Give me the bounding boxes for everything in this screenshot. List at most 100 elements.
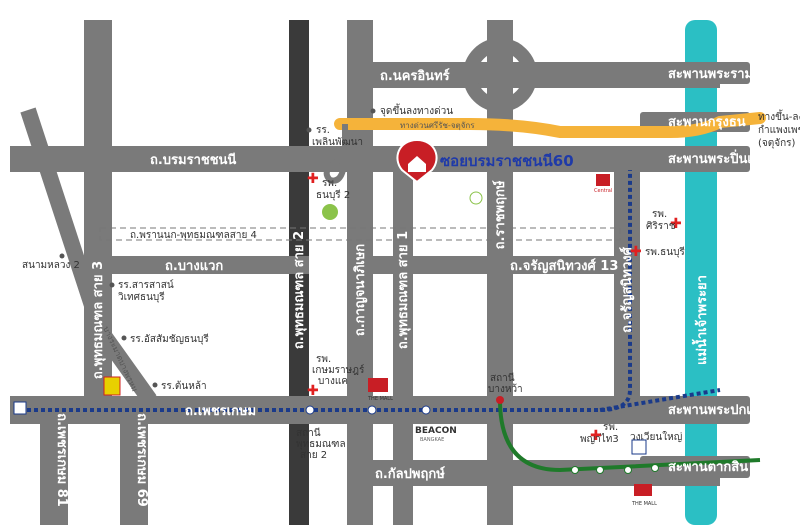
the-mall-logo-1: THE MALL <box>367 378 393 402</box>
station-dot-3 <box>421 405 431 415</box>
expressway-ramp <box>323 124 348 184</box>
beacon-sub: BANGKAE <box>420 437 444 443</box>
train-icon-left <box>13 401 27 415</box>
poi-phyathai-2: พญาไท3 <box>580 433 619 445</box>
label-taksin: สะพานตากสิน <box>668 460 748 475</box>
river-label: แม่น้ำเจ้าพระยา <box>691 275 710 365</box>
svg-text:THE MALL: THE MALL <box>631 501 657 507</box>
road-kanchanaphisek <box>347 20 373 525</box>
destination-label: ซอยบรมราชชนนี60 <box>440 152 574 170</box>
poi-dot-tonla <box>152 382 158 388</box>
poi-hospital-tb2-1: รพ. <box>322 178 337 189</box>
road-phutthamonthon-1 <box>393 160 413 525</box>
beacon-logo: BEACON <box>415 426 457 436</box>
poi-hospital-tb2-2: ธนบุรี 2 <box>316 189 350 201</box>
station-dot-g2 <box>596 466 604 474</box>
central-logo: Central <box>594 174 612 194</box>
expressway-sirat <box>334 112 766 138</box>
station-dot-g4 <box>651 464 659 472</box>
poi-station-bangwa-2: บางหว้า <box>488 383 523 395</box>
road-phran-nok <box>99 227 621 241</box>
poi-station-pm2-3: สาย 2 <box>300 450 327 461</box>
hospital-cross-phyathai: ✚ <box>590 428 602 444</box>
poi-station-pm2-2: พุทธมณฑล <box>296 439 346 450</box>
bridge-pinklao <box>640 146 750 172</box>
expressway-note-2: กำแพงเพชร <box>758 125 800 136</box>
road-bang-waek <box>84 256 309 274</box>
poi-siriraj-2: ศิริราช <box>646 221 676 232</box>
poi-school-phet2: เพลินพัฒนา <box>312 137 363 148</box>
label-nakhon-in: ถ.นครอินทร์ <box>380 68 450 84</box>
nakhon-in-circle <box>463 38 537 112</box>
poi-kasemrad-2: เกษมราษฎร์ <box>312 364 365 376</box>
poi-kasemrad-1: รพ. <box>316 354 331 365</box>
hospital-cross-tb: ✚ <box>630 244 642 260</box>
label-rama5: สะพานพระราม 5 <box>668 67 767 82</box>
label-phet-kasem-69: ถ.เพชรเกษม 69 <box>134 413 149 507</box>
hospital-cross-kasemrad: ✚ <box>307 383 319 399</box>
train-icon-right <box>631 439 647 455</box>
poi-sarasas-2: วิเทศธนบุรี <box>118 291 166 303</box>
poi-sanam-luang2: สนามหลวง 2 <box>22 260 80 271</box>
poi-sarasas-1: รร.สารสาสน์ <box>118 279 174 291</box>
label-phra-pok-klao: สะพานพระปกเกล้า <box>668 402 774 418</box>
chao-phraya-river <box>685 20 717 525</box>
poi-station-bangwa-1: สถานี <box>490 372 515 384</box>
road-charansanitwong-13 <box>373 256 640 274</box>
poi-dot-school1 <box>306 127 312 133</box>
expressway-note-1: ทางขึ้น-ลง <box>758 109 800 123</box>
ramp-label: จุดขึ้นลงทางด่วน <box>380 103 453 117</box>
label-krungthon: สะพานกรุงธน <box>668 115 746 130</box>
poi-school-phet1: รร. <box>316 125 330 136</box>
building-icon <box>469 191 483 205</box>
bridge-phra-pok-klao <box>640 396 750 424</box>
svg-text:Central: Central <box>594 188 612 194</box>
poi-kasemrad-3: บางแค <box>318 376 348 387</box>
label-charansanitwong: ถ.จรัญสนิทวงศ์ <box>619 246 635 333</box>
poi-phyathai-1: รพ. <box>603 422 618 433</box>
poi-dot-sarasas <box>109 282 115 288</box>
bts-blue-line <box>20 170 721 412</box>
poi-dot-sanam <box>59 253 65 259</box>
poi-assumption: รร.อัสสัมชัญธนบุรี <box>130 333 209 345</box>
hospital-cross-siriraj: ✚ <box>670 216 682 232</box>
label-charansanitwong-13: ถ.จรัญสนิทวงศ์ 13 <box>510 258 618 274</box>
tesco-logo <box>103 376 121 396</box>
poi-hospital-tb: รพ.ธนบุรี <box>645 246 685 258</box>
ramp-dot <box>370 108 376 114</box>
road-bang-phrom <box>20 107 157 405</box>
hospital-cross-1: ✚ <box>307 171 319 187</box>
svg-text:THE MALL: THE MALL <box>367 396 393 402</box>
station-dot-g1 <box>571 466 579 474</box>
poi-siriraj-1: รพ. <box>652 209 667 220</box>
label-ratchaphruek: ถ.ราชพฤกษ์ <box>492 180 508 249</box>
label-phet-kasem: ถ.เพชรเกษม <box>185 404 256 419</box>
the-mall-logo-2: THE MALL <box>631 484 657 507</box>
bridge-rama5 <box>640 62 750 84</box>
label-pinklao: สะพานพระปิ่นเกล้า <box>668 149 775 167</box>
poi-station-pm2-1: สถานี <box>296 427 321 439</box>
station-dot-1 <box>305 405 315 415</box>
station-dot-bangwa <box>496 396 504 404</box>
label-bang-waek: ถ.บางแวก <box>165 259 223 274</box>
expressway-note-3: (จตุจักร) <box>758 138 796 149</box>
bts-green-line <box>498 399 761 473</box>
station-dot-2 <box>367 405 377 415</box>
label-kanlapaphruek: ถ.กัลปพฤกษ์ <box>375 466 445 482</box>
road-borommaratchachonnani <box>10 146 720 172</box>
expressway-name: ทางด่วนศรีรัช-จตุจักร <box>400 121 475 130</box>
park-icon <box>322 204 338 220</box>
poi-ton-la: รร.ต้นหล้า <box>161 380 207 392</box>
label-phutthamonthon-3: ถ.พุทธมณฑล สาย 3 <box>91 261 106 379</box>
station-dot-g3 <box>624 466 632 474</box>
label-phutthamonthon-2: ถ.พุทธมณฑล สาย 2 <box>292 231 307 349</box>
label-borommaratchachonnani: ถ.บรมราชชนนี <box>150 152 236 168</box>
phran-nok-label: ถ.พรานนก-พุทธมณฑลสาย 4 <box>130 230 257 241</box>
poi-dot-assumption <box>121 335 127 341</box>
label-phet-kasem-81: ถ.เพชรเกษม 81 <box>54 413 69 507</box>
road-charansanitwong <box>614 160 640 400</box>
destination-pin <box>396 138 438 184</box>
label-kanchanaphisek: ถ.กาญจนาภิเษก <box>353 244 368 336</box>
label-phutthamonthon-1: ถ.พุทธมณฑล สาย 1 <box>396 231 411 349</box>
